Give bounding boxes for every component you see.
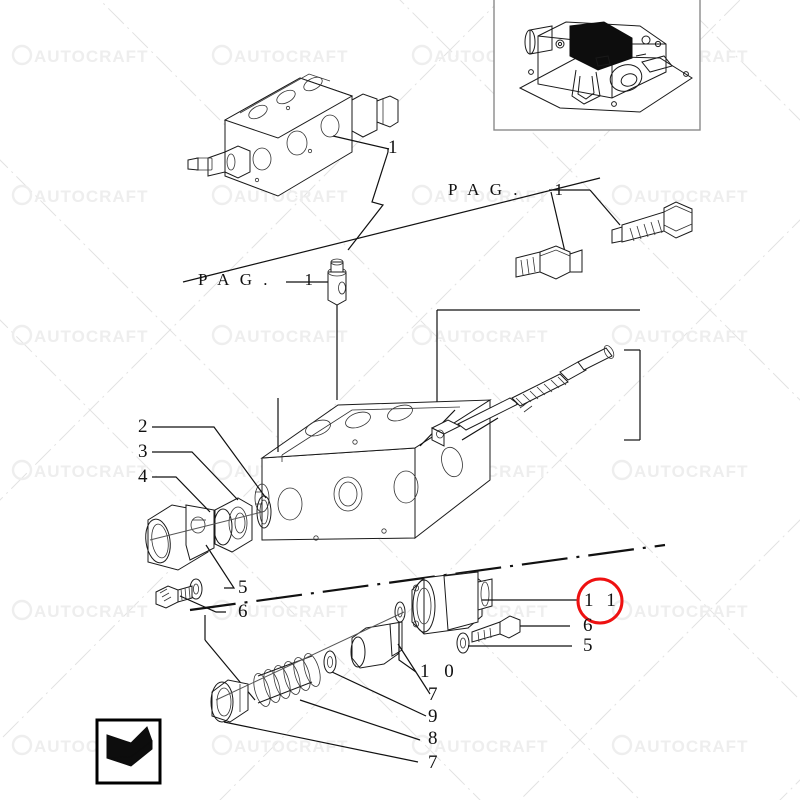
lower-subassembly xyxy=(210,571,521,723)
pag-reference-top: P A G . 1 xyxy=(448,180,567,199)
callout-2: 2 xyxy=(138,416,148,437)
spool-rod-assembly xyxy=(430,345,615,447)
svg-text:AUTOCRAFT: AUTOCRAFT xyxy=(34,327,148,346)
direction-arrow-icon xyxy=(95,718,162,785)
callout-3: 3 xyxy=(138,441,148,462)
callout-1-top: 1 xyxy=(388,137,398,158)
svg-text:AUTOCRAFT: AUTOCRAFT xyxy=(34,187,148,206)
pag-reference-left: P A G . 1 xyxy=(198,270,317,289)
svg-text:AUTOCRAFT: AUTOCRAFT xyxy=(634,187,748,206)
callout-1-leader xyxy=(332,135,390,251)
svg-text:AUTOCRAFT: AUTOCRAFT xyxy=(34,602,148,621)
svg-text:AUTOCRAFT: AUTOCRAFT xyxy=(234,187,348,206)
callout-7-lower: 7 xyxy=(428,752,438,773)
svg-text:AUTOCRAFT: AUTOCRAFT xyxy=(34,47,148,66)
svg-text:AUTOCRAFT: AUTOCRAFT xyxy=(234,327,348,346)
valve-body-main xyxy=(254,398,492,541)
section-boundaries xyxy=(436,309,641,441)
svg-text:AUTOCRAFT: AUTOCRAFT xyxy=(634,327,748,346)
svg-text:AUTOCRAFT: AUTOCRAFT xyxy=(434,737,548,756)
hex-bolt-top xyxy=(611,201,693,244)
coupling-fitting xyxy=(515,245,583,280)
callout-7-upper: 7 xyxy=(428,684,438,705)
svg-text:AUTOCRAFT: AUTOCRAFT xyxy=(34,462,148,481)
svg-text:AUTOCRAFT: AUTOCRAFT xyxy=(634,737,748,756)
lower-callout-leaders xyxy=(223,599,578,763)
callout-6-mid: 6 xyxy=(238,601,248,622)
callout-11-highlighted: 1 1 xyxy=(584,590,620,611)
svg-text:AUTOCRAFT: AUTOCRAFT xyxy=(434,187,548,206)
inset-photo-box xyxy=(493,0,701,131)
callout-10: 1 0 xyxy=(420,661,459,682)
svg-text:AUTOCRAFT: AUTOCRAFT xyxy=(234,602,348,621)
svg-text:AUTOCRAFT: AUTOCRAFT xyxy=(634,462,748,481)
svg-text:AUTOCRAFT: AUTOCRAFT xyxy=(434,327,548,346)
left-subassembly xyxy=(145,495,272,609)
svg-text:AUTOCRAFT: AUTOCRAFT xyxy=(634,602,748,621)
callout-8: 8 xyxy=(428,728,438,749)
valve-assembly-top xyxy=(187,73,399,197)
callout-4: 4 xyxy=(138,466,148,487)
callout-5-low: 5 xyxy=(583,635,593,656)
callout-5-mid: 5 xyxy=(238,577,248,598)
highlight-circle-11 xyxy=(576,577,624,625)
left-callout-leaders xyxy=(152,426,267,613)
fitting-small-top xyxy=(327,258,347,400)
svg-text:AUTOCRAFT: AUTOCRAFT xyxy=(234,47,348,66)
svg-text:AUTOCRAFT: AUTOCRAFT xyxy=(234,737,348,756)
callout-9: 9 xyxy=(428,706,438,727)
callout-6-low: 6 xyxy=(583,615,593,636)
